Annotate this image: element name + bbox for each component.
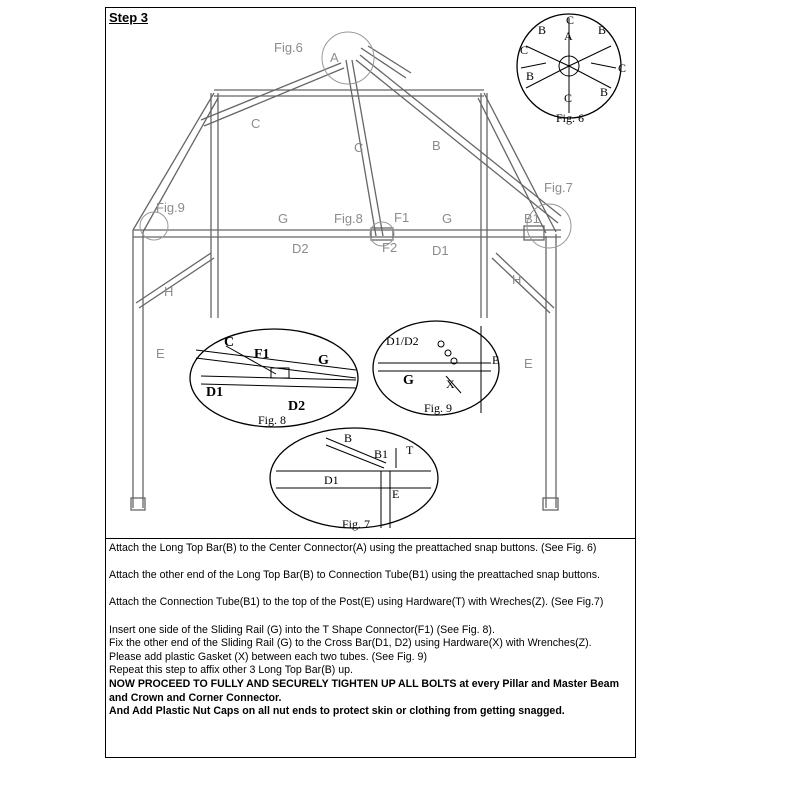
fig8-f1: F1 [254,347,270,362]
label-fig9: Fig.9 [156,200,185,215]
fig6-b-top-right: B [598,23,606,37]
fig9-x: X [446,377,455,391]
label-g-left: G [278,211,288,226]
fig6-b-top-left: B [538,23,546,37]
instruction-page: Step 3 [105,7,636,758]
fig8-c: C [224,335,234,350]
fig7-b: B [344,431,352,445]
instruction-block-line: Please add plastic Gasket (X) between ea… [109,650,427,663]
fig8-d2: D2 [288,399,305,414]
label-f1: F1 [394,210,409,225]
fig8-g: G [318,353,329,368]
fig7-d1: D1 [324,473,339,487]
label-e-right: E [524,356,533,371]
label-b1: B1 [524,211,540,226]
fig6-b-left: B [526,69,534,83]
instruction-1: Attach the Long Top Bar(B) to the Center… [109,542,597,554]
label-f2: F2 [382,240,397,255]
label-fig6: Fig.6 [274,40,303,55]
fig9-caption: Fig. 9 [424,401,452,415]
label-g-right: G [442,211,452,226]
label-fig7: Fig.7 [544,180,573,195]
label-c-mid: C [354,140,363,155]
step-title: Step 3 [109,10,149,25]
fig7-caption: Fig. 7 [342,517,370,531]
label-e-left: E [156,346,165,361]
fig9-e: E [492,353,499,367]
label-h-left: H [164,284,173,299]
fig8-caption: Fig. 8 [258,413,286,427]
fig6-c-top: C [566,13,574,27]
label-b-right: B [432,138,441,153]
fig6-c-right: C [618,61,626,75]
fig6-b-bottom: B [600,85,608,99]
label-fig8: Fig.8 [334,211,363,226]
fig6-detail: Fig. 6 C B A B C C B C B [516,13,626,125]
assembly-figure: Fig.6 A C C B Fig.7 Fig.9 G Fig.8 F1 G B… [106,8,635,538]
fig8-d1: D1 [206,385,223,400]
instruction-block-line: Insert one side of the Sliding Rail (G) … [109,623,495,636]
label-d2: D2 [292,241,309,256]
fig7-e: E [392,487,399,501]
label-c-left: C [251,116,260,131]
instruction-3: Attach the Connection Tube(B1) to the to… [109,596,604,609]
label-h-right: H [512,272,521,287]
label-a: A [330,50,339,65]
fig7-detail: B B1 T D1 E Fig. 7 [269,427,439,531]
instruction-2: Attach the other end of the Long Top Bar… [109,569,600,582]
label-d1: D1 [432,243,449,258]
fig8-detail: C F1 G D1 D2 Fig. 8 [189,328,359,428]
fig6-c-bottom: C [564,91,572,105]
fig9-detail: D1/D2 E G X Fig. 9 [372,320,500,416]
warning-nut-caps: And Add Plastic Nut Caps on all nut ends… [109,705,565,718]
instruction-block-line: Fix the other end of the Sliding Rail (G… [109,637,592,650]
fig9-g: G [403,373,414,388]
instruction-block-line: Repeat this step to affix other 3 Long T… [109,664,354,677]
instruction-block: Insert one side of the Sliding Rail (G) … [109,624,632,719]
fig6-caption: Fig. 6 [556,111,584,125]
warning-tighten-bolts: NOW PROCEED TO FULLY AND SECURELY TIGHTE… [109,677,619,704]
fig9-d1d2: D1/D2 [386,334,419,348]
fig6-c-left: C [520,43,528,57]
instructions-text: Attach the Long Top Bar(B) to the Center… [109,542,632,719]
section-divider [106,538,635,539]
fig7-b1: B1 [374,447,388,461]
fig7-t: T [406,443,414,457]
fig6-a: A [564,29,573,43]
